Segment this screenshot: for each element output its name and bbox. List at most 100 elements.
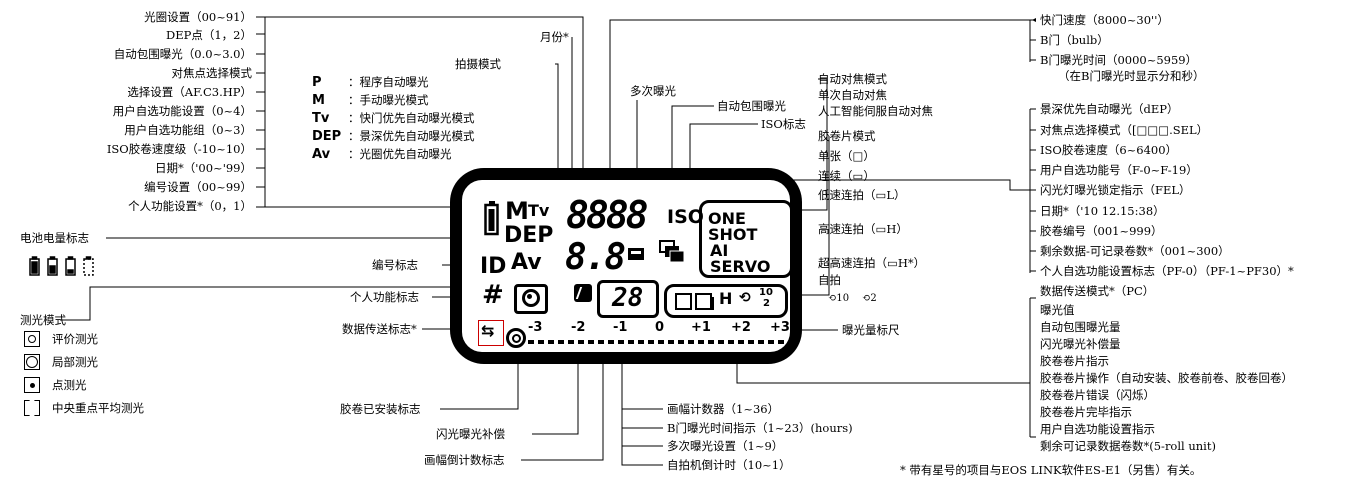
drive-self-timer-label: 自拍 (818, 273, 841, 287)
aperture-setting-label: 光圈设置（00~91） (144, 10, 252, 24)
battery-level-icons (29, 256, 94, 276)
auto-bracket-label: 自动包围曝光 (717, 99, 786, 113)
iso-step-label: ISO胶卷速度级（-10~10） (106, 142, 252, 156)
custom-function-number-label: 用户自选功能号（F-0~F-19） (1040, 163, 1198, 177)
af-point-mode-label: 对焦点选择模式（[□□□.SEL） (1040, 123, 1209, 137)
frame-number-icon-label: 编号标志 (372, 258, 418, 272)
lcd-iso: ISO (667, 206, 704, 228)
drive-super-high-label: 超高速连拍（▭H*） (818, 256, 926, 270)
dep-ae-label: 景深优先自动曝光（dEP） (1040, 102, 1179, 116)
footnote: * 带有星号的项目与EOS LINK软件ES-E1（另售）有关。 (900, 463, 1202, 477)
remaining-data-label: 剩余数据-可记录卷数*（001~300） (1040, 244, 1230, 258)
lcd-metering-icon (514, 284, 548, 314)
mode-av: Av：光圈优先自动曝光 (312, 147, 452, 162)
battery-icon (484, 201, 499, 236)
film-transport-operation-label: 胶卷卷片操作（自动安装、胶卷前卷、胶卷回卷） (1040, 371, 1293, 385)
af-ai-servo-label: 人工智能伺服自动对焦 (818, 104, 933, 118)
personal-function-flag-label: 个人自选功能设置标志（PF-0）（PF-1~PF30）* (1040, 264, 1294, 278)
custom-function-group-label: 用户自选功能组（0~3） (124, 123, 252, 137)
lcd-mode-dep: DEP (504, 223, 554, 248)
lcd-counter: 28 (612, 283, 644, 313)
shutter-speed-label: 快门速度（8000~30''） (1040, 13, 1169, 27)
lcd-flash-comp-icon (574, 284, 593, 302)
multi-exposure-icon (628, 248, 644, 260)
remaining-data-rolls-label: 剩余可记录数据卷数*(5-roll unit) (1040, 439, 1216, 453)
scale-mark: -2 (571, 320, 586, 335)
multi-exposure-label: 多次曝光 (630, 84, 676, 98)
date-year-label: 日期*（'00~'99） (155, 161, 252, 175)
custom-function-setting-label: 用户自选功能设置（0~4） (112, 104, 252, 118)
lcd-ai-servo: AI SERVO (710, 241, 771, 276)
number-setting-label: 编号设置（00~99） (144, 180, 252, 194)
af-mode-box: ONE SHOT AI SERVO (699, 200, 793, 278)
month-label: 月份* (540, 30, 569, 44)
film-transport-done-label: 胶卷卷片完毕指示 (1040, 405, 1132, 419)
partial-metering-label: 局部测光 (52, 355, 98, 369)
iso-label: ISO标志 (761, 117, 806, 131)
scale-mark: +2 (731, 320, 751, 335)
lcd-id: ID (480, 254, 507, 279)
lcd-drive-box: H ⟲ 10 2 (664, 284, 788, 318)
self-timer-10-label: ⟲10 (828, 293, 850, 304)
partial-metering-icon (24, 354, 40, 370)
exposure-value-label: 曝光值 (1040, 303, 1075, 317)
drive-mode-title: 胶卷片模式 (818, 129, 876, 143)
shooting-mode-title: 拍摄模式 (455, 57, 501, 71)
data-transfer-mode-label: 数据传送模式*（PC） (1040, 284, 1155, 298)
iso-speed-label: ISO胶卷速度（6~6400） (1040, 143, 1178, 157)
evaluative-metering-label: 评价测光 (52, 332, 98, 346)
frame-countdown-label: 画幅倒计数标志 (424, 453, 505, 467)
lcd-mode-av: Av (511, 250, 542, 275)
scale-dots (528, 340, 786, 344)
bracket-amount-label: 自动包围曝光量 (1040, 320, 1121, 334)
evaluative-metering-icon (24, 331, 40, 347)
scale-mark: 0 (655, 320, 665, 335)
battery-label: 电池电量标志 (20, 231, 89, 245)
multi-exposure-setting-label: 多次曝光设置（1~9） (667, 439, 784, 453)
lcd-main-digits: 8888 (566, 193, 648, 237)
frame-counter-label: 画幅计数器（1~36） (667, 402, 780, 416)
fel-label: 闪光灯曝光锁定指示（FEL） (1040, 183, 1191, 197)
bulb-time-label: B门曝光时间（0000~5959） (1040, 53, 1198, 67)
date-label: 日期*（'10 12.15:38） (1040, 204, 1165, 218)
scale-mark: +1 (691, 320, 711, 335)
bulb-label: B门（bulb） (1040, 33, 1109, 47)
lcd-panel: M Tv DEP Av 8888 8.8 ISO ONE SHOT AI SER… (450, 168, 802, 364)
af-point-select-label: 对焦点选择模式 (171, 66, 253, 80)
personal-function-setting-label: 个人功能设置*（0，1） (128, 199, 252, 213)
mode-dep: DEP：景深优先自动曝光模式 (312, 129, 475, 144)
mode-m: M：手动曝光模式 (312, 93, 429, 108)
film-transport-error-label: 胶卷卷片错误（闪烁） (1040, 388, 1155, 402)
film-loaded-label: 胶卷已安装标志 (340, 402, 421, 416)
spot-metering-icon (24, 377, 40, 393)
lcd-one-shot: ONE SHOT (708, 209, 758, 244)
scale-mark: -3 (528, 320, 543, 335)
drive-high-speed-label: 高速连拍（▭H） (818, 222, 908, 236)
lcd-mode-tv: Tv (528, 201, 550, 220)
self-timer-2-label: ⟲2 (862, 293, 877, 304)
custom-setting-indicator-label: 用户自选功能设置指示 (1040, 422, 1155, 436)
lcd-counter-box: 28 (597, 280, 659, 318)
center-weighted-metering-label: 中央重点平均测光 (52, 401, 144, 415)
selection-setting-label: 选择设置（AF.C3.HP） (127, 85, 252, 99)
center-weighted-metering-icon (24, 400, 40, 416)
film-transport-label: 胶卷卷片指示 (1040, 354, 1109, 368)
auto-bracket-range-label: 自动包围曝光（0.0~3.0） (113, 47, 252, 61)
lcd-hash: # (482, 280, 504, 310)
custom-function-icon-label: 个人功能标志 (350, 290, 419, 304)
scale-mark: -1 (613, 320, 628, 335)
flash-comp-label: 闪光曝光补偿 (436, 427, 505, 441)
mode-tv: Tv：快门优先自动曝光模式 (312, 111, 475, 126)
af-mode-title: 自动对焦模式 (818, 72, 887, 86)
metering-title: 测光模式 (20, 313, 66, 327)
meter-scale-label: 曝光量标尺 (842, 323, 900, 337)
drive-low-speed-label: 低速连拍（▭L） (818, 188, 906, 202)
bulb-time-note: （在B门曝光时显示分和秒） (1058, 69, 1205, 83)
dep-point-label: DEP点（1，2） (166, 28, 252, 42)
mode-p: P：程序自动曝光 (312, 75, 429, 90)
film-number-label: 胶卷编号（001~999） (1040, 224, 1163, 238)
drive-continuous-label: 连续（▭） (818, 169, 875, 183)
lcd-small-digits: 8.8 (565, 237, 626, 278)
lcd-display: M Tv DEP Av 8888 8.8 ISO ONE SHOT AI SER… (462, 180, 793, 352)
